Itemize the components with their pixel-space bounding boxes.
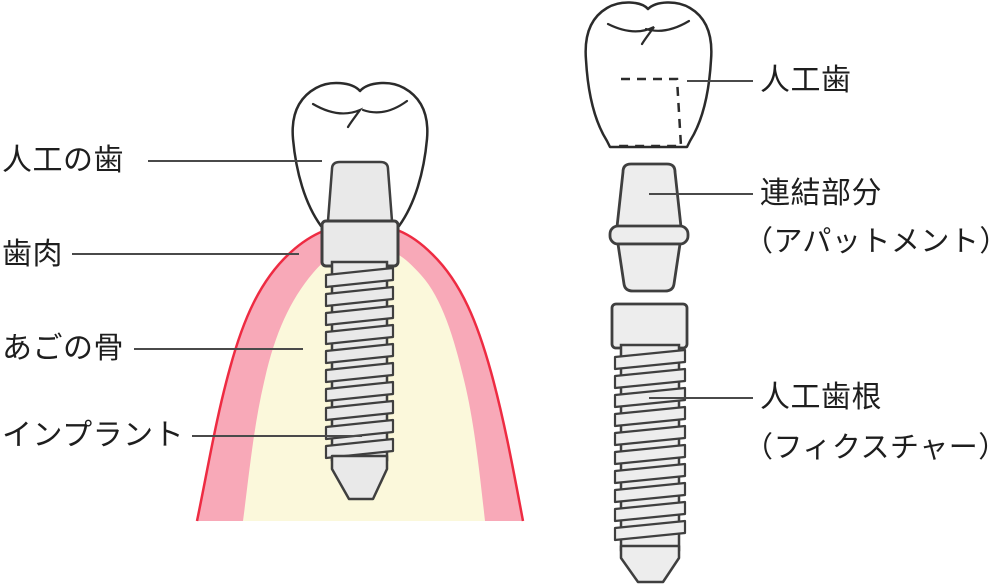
implant-collar-left [320,219,400,268]
fixture-tip [619,544,681,584]
label-fixture-line2: （フィクスチャー） [744,432,1000,464]
leader-lines [72,80,753,437]
label-fixture-line1: 人工歯根 [760,381,882,414]
label-abutment-line2: （アパットメント） [744,226,1000,258]
tooth-crown-right [584,1,713,149]
fixture-threads [613,348,687,542]
label-gum: 歯肉 [2,238,63,271]
tooth-groove-left-2 [361,99,409,114]
abutment-bottom-right [616,242,682,293]
tooth-groove-right-1 [606,22,655,46]
tooth-groove-left-1 [311,102,364,129]
fixture-head [610,302,689,350]
implant-screw-threads-left [324,266,395,460]
label-abutment-line1: 連結部分 [760,177,882,210]
implant-screw-tip-left [330,454,389,501]
abutment-top-right [615,162,683,229]
label-artificial-tooth-left: 人工の歯 [2,144,124,177]
label-implant: インプラント [2,419,185,452]
abutment-left [326,160,394,223]
abutment-collar-right [608,224,690,246]
label-artificial-tooth-right: 人工歯 [760,64,852,97]
label-jawbone: あごの骨 [2,332,124,365]
tooth-groove-right-2 [644,19,691,32]
